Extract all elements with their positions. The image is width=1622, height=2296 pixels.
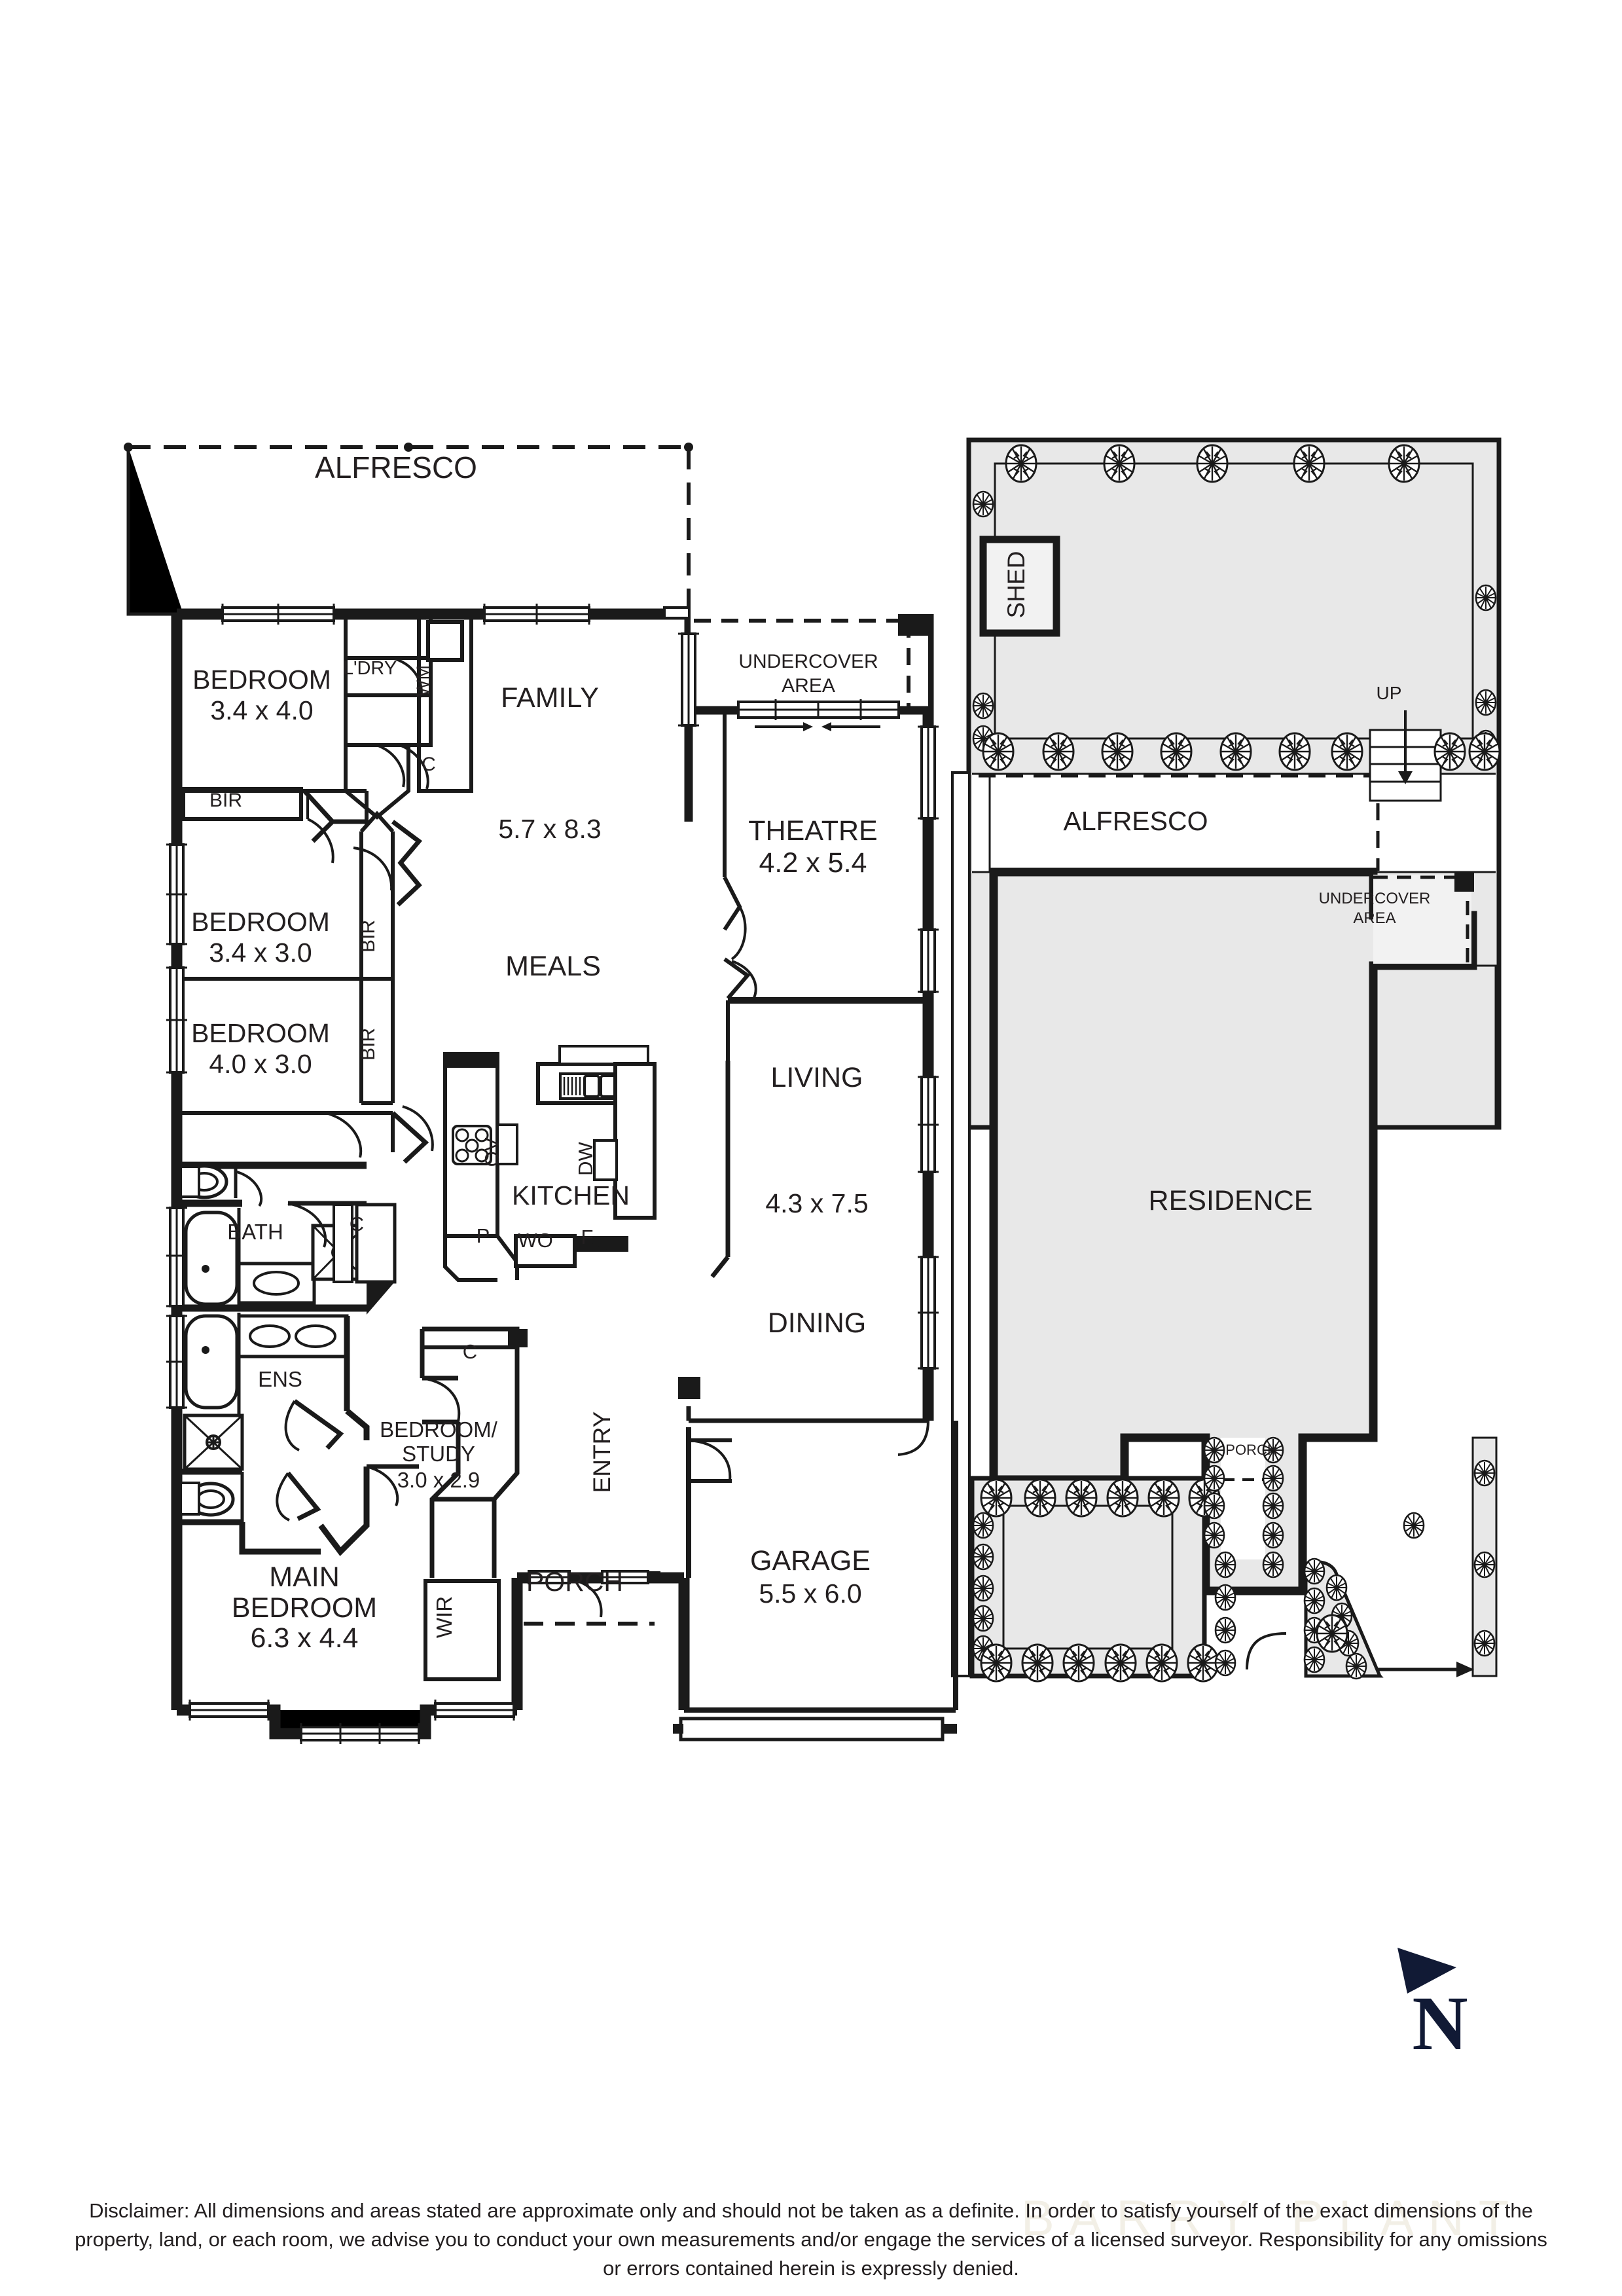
room-label: BEDROOM bbox=[191, 907, 330, 937]
alfresco-outline bbox=[124, 443, 693, 616]
room-label: BATH bbox=[227, 1220, 283, 1244]
site-label: PORCH bbox=[1225, 1442, 1277, 1458]
room-label: MAIN bbox=[269, 1561, 340, 1593]
disclaimer-text: Disclaimer: All dimensions and areas sta… bbox=[75, 2199, 1547, 2280]
room-label: STUDY bbox=[402, 1442, 475, 1466]
room-label: F bbox=[581, 1226, 594, 1248]
room-label: BEDROOM bbox=[232, 1592, 377, 1624]
watermark: BARRY PLANT bbox=[1021, 2191, 1524, 2246]
room-label: BEDROOM bbox=[192, 665, 331, 695]
room-label: BIR bbox=[357, 1028, 379, 1061]
room-label: BEDROOM bbox=[191, 1018, 330, 1048]
room-label: UNDERCOVER bbox=[738, 651, 878, 672]
driveway-arrow bbox=[1378, 1662, 1474, 1677]
front-garden-bed bbox=[969, 1476, 1207, 1679]
residence-footprint bbox=[989, 867, 1477, 1595]
room-label: BEDROOM/ bbox=[380, 1417, 498, 1442]
compass-north bbox=[1397, 1948, 1456, 1994]
room-label: C bbox=[350, 1212, 364, 1235]
bathroom-fittings bbox=[177, 1161, 419, 1556]
room-label: ALFRESCO bbox=[315, 450, 477, 484]
site-label: UP bbox=[1377, 683, 1402, 703]
room-label: KITCHEN bbox=[512, 1180, 630, 1211]
bedroom-study bbox=[420, 1326, 528, 1578]
room-label: 3.4 x 3.0 bbox=[209, 938, 312, 968]
room-label: WIR bbox=[432, 1596, 456, 1638]
door-leaves bbox=[302, 789, 429, 1164]
main-floor-plan bbox=[124, 443, 958, 1744]
room-label: OV bbox=[480, 1137, 503, 1167]
room-label: 3.0 x 2.9 bbox=[397, 1468, 480, 1492]
compass-label: N bbox=[1412, 1980, 1468, 2066]
room-label: 6.3 x 4.4 bbox=[251, 1622, 359, 1654]
room-label: ENTRY bbox=[588, 1412, 615, 1493]
windows bbox=[166, 589, 939, 1744]
room-label: C bbox=[463, 1340, 477, 1363]
room-label: GARAGE bbox=[750, 1545, 871, 1576]
room-label: 4.3 x 7.5 bbox=[765, 1188, 868, 1218]
garage-door bbox=[673, 1717, 957, 1741]
room-label: MEALS bbox=[505, 951, 601, 982]
room-label: DW bbox=[574, 1141, 597, 1175]
room-label: 5.5 x 6.0 bbox=[759, 1578, 861, 1609]
room-label: 3.4 x 4.0 bbox=[210, 695, 313, 725]
door-swings bbox=[306, 657, 434, 1158]
site-label: RESIDENCE bbox=[1149, 1185, 1313, 1216]
site-label: SHED bbox=[1003, 551, 1030, 619]
room-label: P bbox=[477, 1224, 490, 1247]
walk-in-robe bbox=[424, 1579, 501, 1681]
kitchen-fittings bbox=[443, 1045, 657, 1282]
site-label: ALFRESCO bbox=[1064, 806, 1208, 836]
room-label: BIR bbox=[357, 920, 379, 953]
room-label: LIVING bbox=[771, 1062, 863, 1093]
room-label: BIR bbox=[209, 790, 242, 811]
room-label: AREA bbox=[782, 675, 835, 697]
room-label: WM bbox=[413, 665, 433, 697]
stairs-up bbox=[1369, 710, 1442, 802]
room-label: L'DRY bbox=[343, 658, 397, 679]
room-label: DINING bbox=[768, 1307, 867, 1339]
room-label: WO bbox=[518, 1229, 552, 1252]
room-label: 5.7 x 8.3 bbox=[498, 814, 601, 844]
room-label: THEATRE bbox=[748, 815, 878, 847]
shed-outline bbox=[979, 536, 1060, 637]
room-label: 4.0 x 3.0 bbox=[209, 1049, 312, 1079]
site-label: UNDERCOVER bbox=[1319, 890, 1431, 907]
room-label: FAMILY bbox=[501, 682, 599, 714]
site-label: AREA bbox=[1353, 909, 1396, 927]
room-label: PORCH bbox=[526, 1567, 623, 1597]
interior-walls bbox=[177, 612, 929, 1681]
room-label: ENS bbox=[258, 1367, 302, 1391]
room-label: 4.2 x 5.4 bbox=[759, 847, 867, 879]
room-label: C bbox=[422, 754, 436, 775]
